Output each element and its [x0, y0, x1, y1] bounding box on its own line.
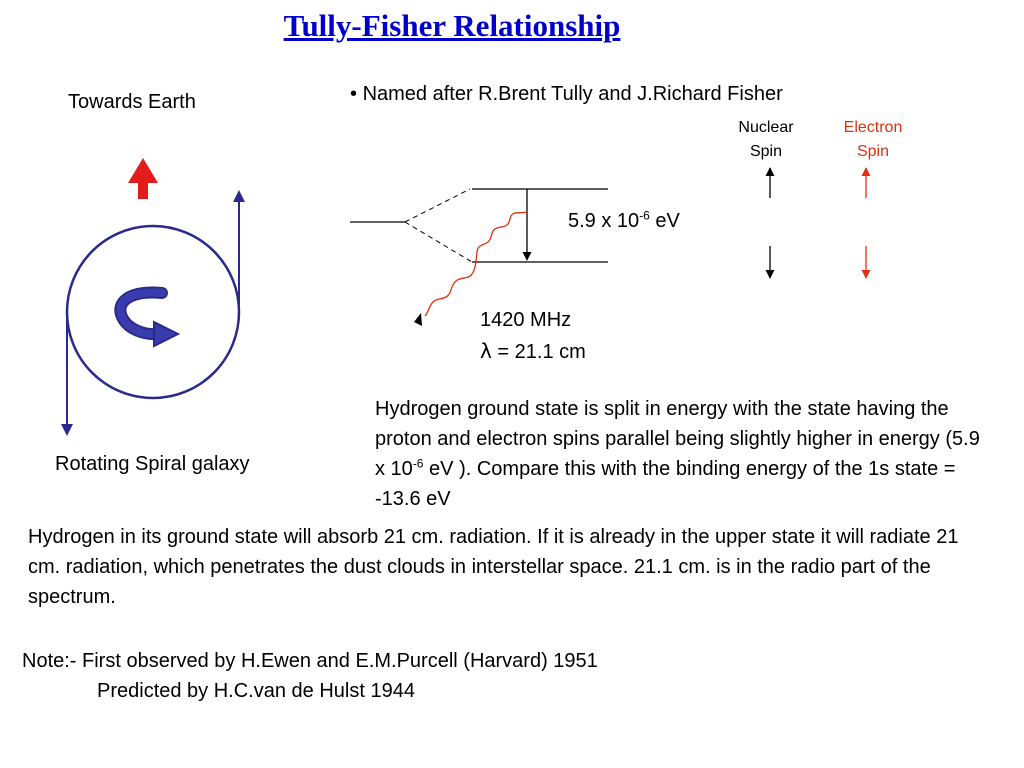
wavelength-label: λ = 21.1 cm: [480, 336, 586, 367]
hydrogen-split-value-exponent: -6: [412, 456, 424, 471]
rotating-spiral-galaxy-label: Rotating Spiral galaxy: [55, 453, 250, 475]
hydrogen-split-part1: Hydrogen ground state is split in energy…: [375, 398, 953, 450]
hydrogen-split-paragraph: Hydrogen ground state is split in energy…: [375, 394, 995, 514]
energy-split-suffix: eV: [649, 210, 680, 232]
split-dash-upper: [404, 188, 471, 223]
energy-split-label: 5.9 x 10-6 eV: [568, 206, 680, 236]
electron-spin-line2: Spin: [856, 143, 890, 160]
lambda-symbol: λ: [480, 339, 492, 363]
nuclear-spin-line1: Nuclear: [738, 119, 794, 136]
named-after-bullet: • Named after R.Brent Tully and J.Richar…: [350, 79, 783, 109]
note-line-2: Predicted by H.C.van de Hulst 1944: [97, 680, 415, 702]
nuclear-spin-label: Nuclear Spin: [722, 116, 810, 164]
electron-spin-label: Electron Spin: [828, 116, 918, 164]
absorb-radiate-paragraph: Hydrogen in its ground state will absorb…: [28, 526, 959, 608]
slide-title: Tully-Fisher Relationship: [283, 8, 621, 43]
hydrogen-split-part2: ). Compare this with the binding energy …: [375, 458, 956, 510]
electron-spin-line1: Electron: [843, 119, 903, 136]
photon-wave: [424, 211, 528, 317]
note-line-1: Note:- First observed by H.Ewen and E.M.…: [22, 650, 598, 672]
named-after-text: Named after R.Brent Tully and J.Richard …: [362, 83, 783, 105]
split-dash-lower: [404, 221, 473, 263]
energy-level-diagram: [350, 188, 608, 263]
nuclear-spin-line2: Spin: [749, 143, 783, 160]
earth-direction-arrow: [128, 158, 158, 199]
energy-split-prefix: 5.9 x 10: [568, 210, 640, 232]
energy-split-exponent: -6: [639, 208, 650, 223]
hydrogen-split-value-suffix: eV: [423, 458, 454, 480]
galaxy-circle: [65, 224, 241, 400]
photon-arrowhead: [414, 313, 422, 326]
rotation-arrow-icon: [114, 286, 181, 348]
bullet-glyph: •: [350, 83, 358, 105]
hydrogen-split-value-prefix: 5.9 x 10: [375, 428, 980, 480]
wavelength-value: = 21.1 cm: [491, 341, 586, 363]
frequency-label: 1420 MHz: [480, 309, 572, 331]
towards-earth-label: Towards Earth: [68, 91, 196, 113]
